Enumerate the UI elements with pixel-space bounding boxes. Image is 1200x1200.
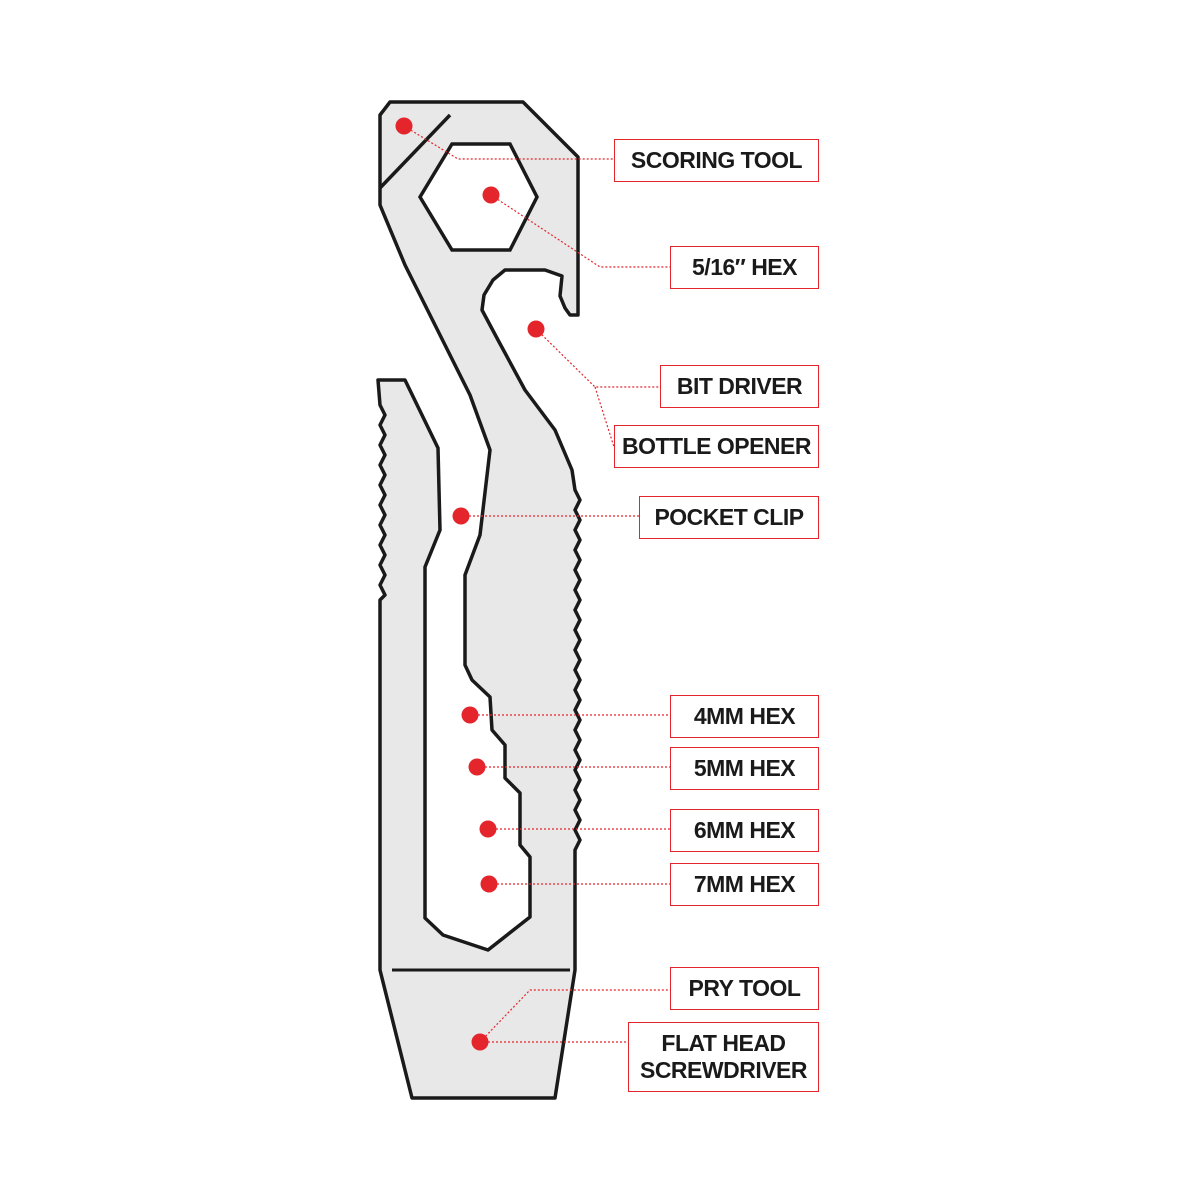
label-4mm-hex: 4MM HEX [670, 695, 819, 738]
dot-7mm-hex [480, 875, 498, 893]
leader-line-bottle-opener [594, 386, 615, 448]
leader-line-pry [479, 989, 670, 1043]
tool-body [376, 100, 582, 1100]
leader-line-bit-driver [535, 328, 660, 388]
dot-5mm-hex [468, 758, 486, 776]
label-pocket-clip: POCKET CLIP [639, 496, 819, 539]
scoring-groove [378, 113, 452, 190]
label-6mm-hex: 6MM HEX [670, 809, 819, 852]
dot-pocket-clip [452, 507, 470, 525]
label-pry-tool: PRY TOOL [670, 967, 819, 1010]
label-5mm-hex: 5MM HEX [670, 747, 819, 790]
label-bottle-opener: BOTTLE OPENER [614, 425, 819, 468]
label-flat-head-screwdriver: FLAT HEAD SCREWDRIVER [628, 1022, 819, 1092]
dot-flat-head [471, 1033, 489, 1051]
leader-line-scoring [403, 125, 614, 160]
label-hex-516: 5/16″ HEX [670, 246, 819, 289]
label-scoring-tool: SCORING TOOL [614, 139, 819, 182]
label-bit-driver: BIT DRIVER [660, 365, 819, 408]
dot-6mm-hex [479, 820, 497, 838]
label-7mm-hex: 7MM HEX [670, 863, 819, 906]
leader-line-hex-516 [490, 194, 670, 268]
callout-dots [395, 117, 545, 1051]
dot-scoring-tool [395, 117, 413, 135]
leader-lines [403, 125, 670, 1043]
hex-opening [417, 142, 539, 252]
dot-bit-driver [527, 320, 545, 338]
dot-hex-516 [482, 186, 500, 204]
dot-4mm-hex [461, 706, 479, 724]
